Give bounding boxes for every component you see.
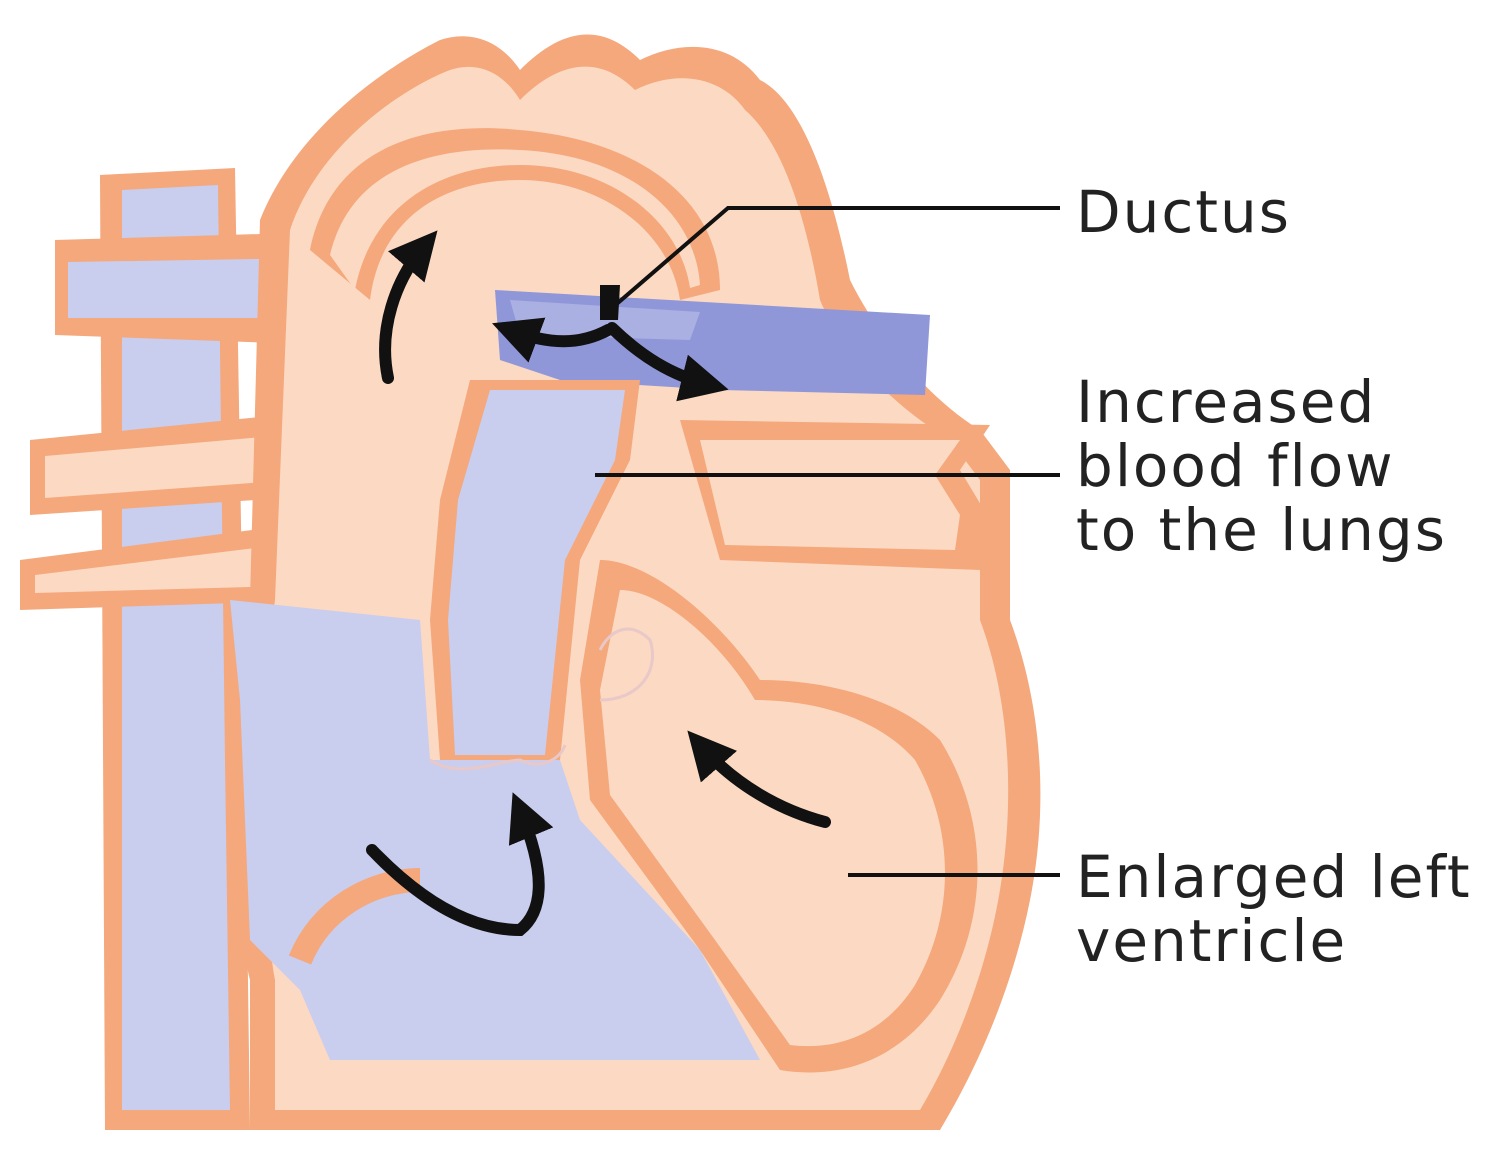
left-atrium-branches <box>680 420 990 570</box>
blood-flow-label-line: to the lungs <box>1076 498 1447 562</box>
ductus-label-line: Ductus <box>1076 180 1291 244</box>
blood-flow-label: Increased blood flow to the lungs <box>1076 370 1447 562</box>
ventricle-label: Enlarged left ventricle <box>1076 845 1472 973</box>
ventricle-label-line: Enlarged left <box>1076 845 1472 909</box>
blood-flow-label-line: Increased <box>1076 370 1447 434</box>
ductus-label: Ductus <box>1076 180 1291 244</box>
ventricle-label-line: ventricle <box>1076 909 1472 973</box>
blood-flow-label-line: blood flow <box>1076 434 1447 498</box>
